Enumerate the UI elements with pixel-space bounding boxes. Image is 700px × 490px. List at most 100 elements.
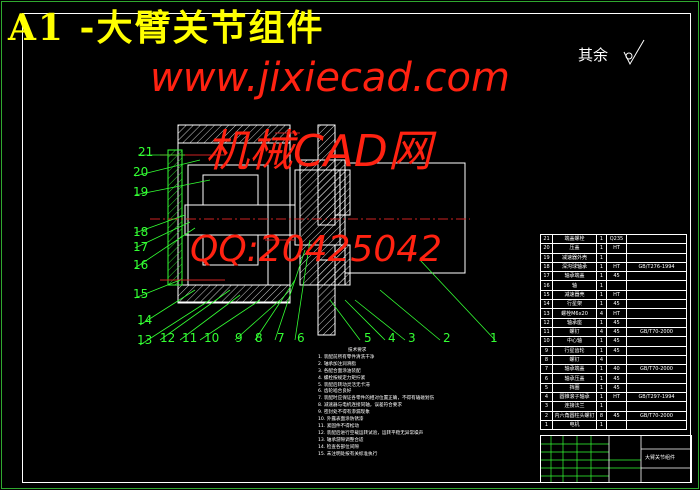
- part-material: 45: [606, 271, 627, 282]
- part-quantity: 4: [596, 326, 607, 338]
- watermark-site-name: 机械CAD网: [205, 126, 432, 177]
- part-standard: [626, 280, 687, 291]
- part-number: 15: [540, 289, 553, 301]
- part-material: 45: [606, 345, 627, 356]
- note-item: 4. 螺栓按规定力矩拧紧: [318, 375, 366, 381]
- part-name: 轴承端盖: [552, 364, 597, 375]
- part-number: 10: [540, 336, 553, 347]
- part-material: HT: [606, 289, 627, 301]
- part-material: HT: [606, 243, 627, 254]
- callout-4: 4: [388, 331, 396, 345]
- callout-21: 21: [138, 145, 154, 159]
- callout-16: 16: [133, 258, 149, 272]
- part-material: 45: [606, 336, 627, 347]
- surface-roughness-icon: [623, 39, 645, 66]
- technical-notes: 技术要求 1. 装配前所有零件清洗干净 2. 轴承加注润滑脂 3. 各配合面涂油…: [318, 348, 533, 459]
- part-standard: [626, 299, 687, 310]
- part-standard: [626, 243, 687, 254]
- part-number: 20: [540, 243, 553, 254]
- part-standard: GB/T276-1994: [626, 261, 687, 273]
- part-standard: [626, 382, 687, 394]
- title-block: 大臂关节组件: [540, 435, 692, 483]
- watermark-qq: QQ:20425042: [190, 229, 443, 270]
- part-name: 减速器外壳: [552, 252, 597, 263]
- part-quantity: 1: [596, 392, 607, 403]
- part-name: 轴: [552, 280, 597, 291]
- part-number: 9: [540, 345, 553, 356]
- note-item: 13. 轴承游隙调整合适: [318, 437, 364, 443]
- part-material: 45: [606, 382, 627, 394]
- part-name: 减速器壳: [552, 289, 597, 301]
- part-name: 螺栓M6x20: [552, 308, 597, 319]
- part-material: 45: [606, 299, 627, 310]
- part-number: 7: [540, 364, 553, 375]
- part-name: 轴承压盖: [552, 373, 597, 384]
- part-quantity: 1: [596, 233, 607, 245]
- part-quantity: 1: [596, 243, 607, 254]
- callout-19: 19: [133, 185, 149, 199]
- part-name: 轴承座: [552, 317, 597, 328]
- part-name: 挡圈: [552, 382, 597, 394]
- part-material: [606, 419, 627, 431]
- part-name: 端盖螺栓: [552, 233, 597, 245]
- part-quantity: 1: [596, 289, 607, 301]
- callout-17: 17: [133, 240, 149, 254]
- part-standard: [626, 401, 687, 412]
- callout-1: 1: [490, 331, 498, 345]
- drawing-name: 大臂关节组件: [645, 455, 676, 461]
- part-quantity: 4: [596, 308, 607, 319]
- part-number: 5: [540, 382, 553, 394]
- part-standard: GB/T70-2000: [626, 326, 687, 338]
- callout-3: 3: [408, 331, 416, 345]
- part-name: 电机: [552, 419, 597, 431]
- callout-10: 10: [204, 331, 220, 345]
- part-name: 螺钉: [552, 354, 597, 366]
- part-material: [606, 401, 627, 412]
- part-number: 13: [540, 308, 553, 319]
- part-number: 18: [540, 261, 553, 273]
- part-standard: [626, 289, 687, 301]
- part-number: 4: [540, 392, 553, 403]
- part-quantity: 1: [596, 401, 607, 412]
- part-number: 21: [540, 233, 553, 245]
- part-number: 16: [540, 280, 553, 291]
- callout-5: 5: [364, 331, 372, 345]
- part-name: 螺钉: [552, 326, 597, 338]
- drawing-inner-border: [22, 13, 691, 483]
- part-quantity: 1: [596, 373, 607, 384]
- part-number: 17: [540, 271, 553, 282]
- part-material: [606, 252, 627, 263]
- part-name: 深沟球轴承: [552, 261, 597, 273]
- part-standard: [626, 233, 687, 245]
- part-quantity: 1: [596, 419, 607, 431]
- title-block-grid: [541, 436, 691, 482]
- part-name: 行星齿轮: [552, 345, 597, 356]
- part-material: Q235: [606, 233, 627, 245]
- part-number: 19: [540, 252, 553, 263]
- callout-2: 2: [443, 331, 451, 345]
- part-number: 12: [540, 317, 553, 328]
- note-item: 3. 各配合面涂油装配: [318, 368, 361, 374]
- part-name: 中心轴: [552, 336, 597, 347]
- callout-20: 20: [133, 165, 149, 179]
- part-name: 压盖: [552, 243, 597, 254]
- callout-15: 15: [133, 287, 149, 301]
- part-quantity: 1: [596, 261, 607, 273]
- part-number: 1: [540, 419, 553, 431]
- note-item: 14. 检查各部位间隙: [318, 444, 359, 450]
- drawing-title: A1 -大臂关节组件: [8, 7, 325, 49]
- part-quantity: 1: [596, 336, 607, 347]
- part-standard: [626, 345, 687, 356]
